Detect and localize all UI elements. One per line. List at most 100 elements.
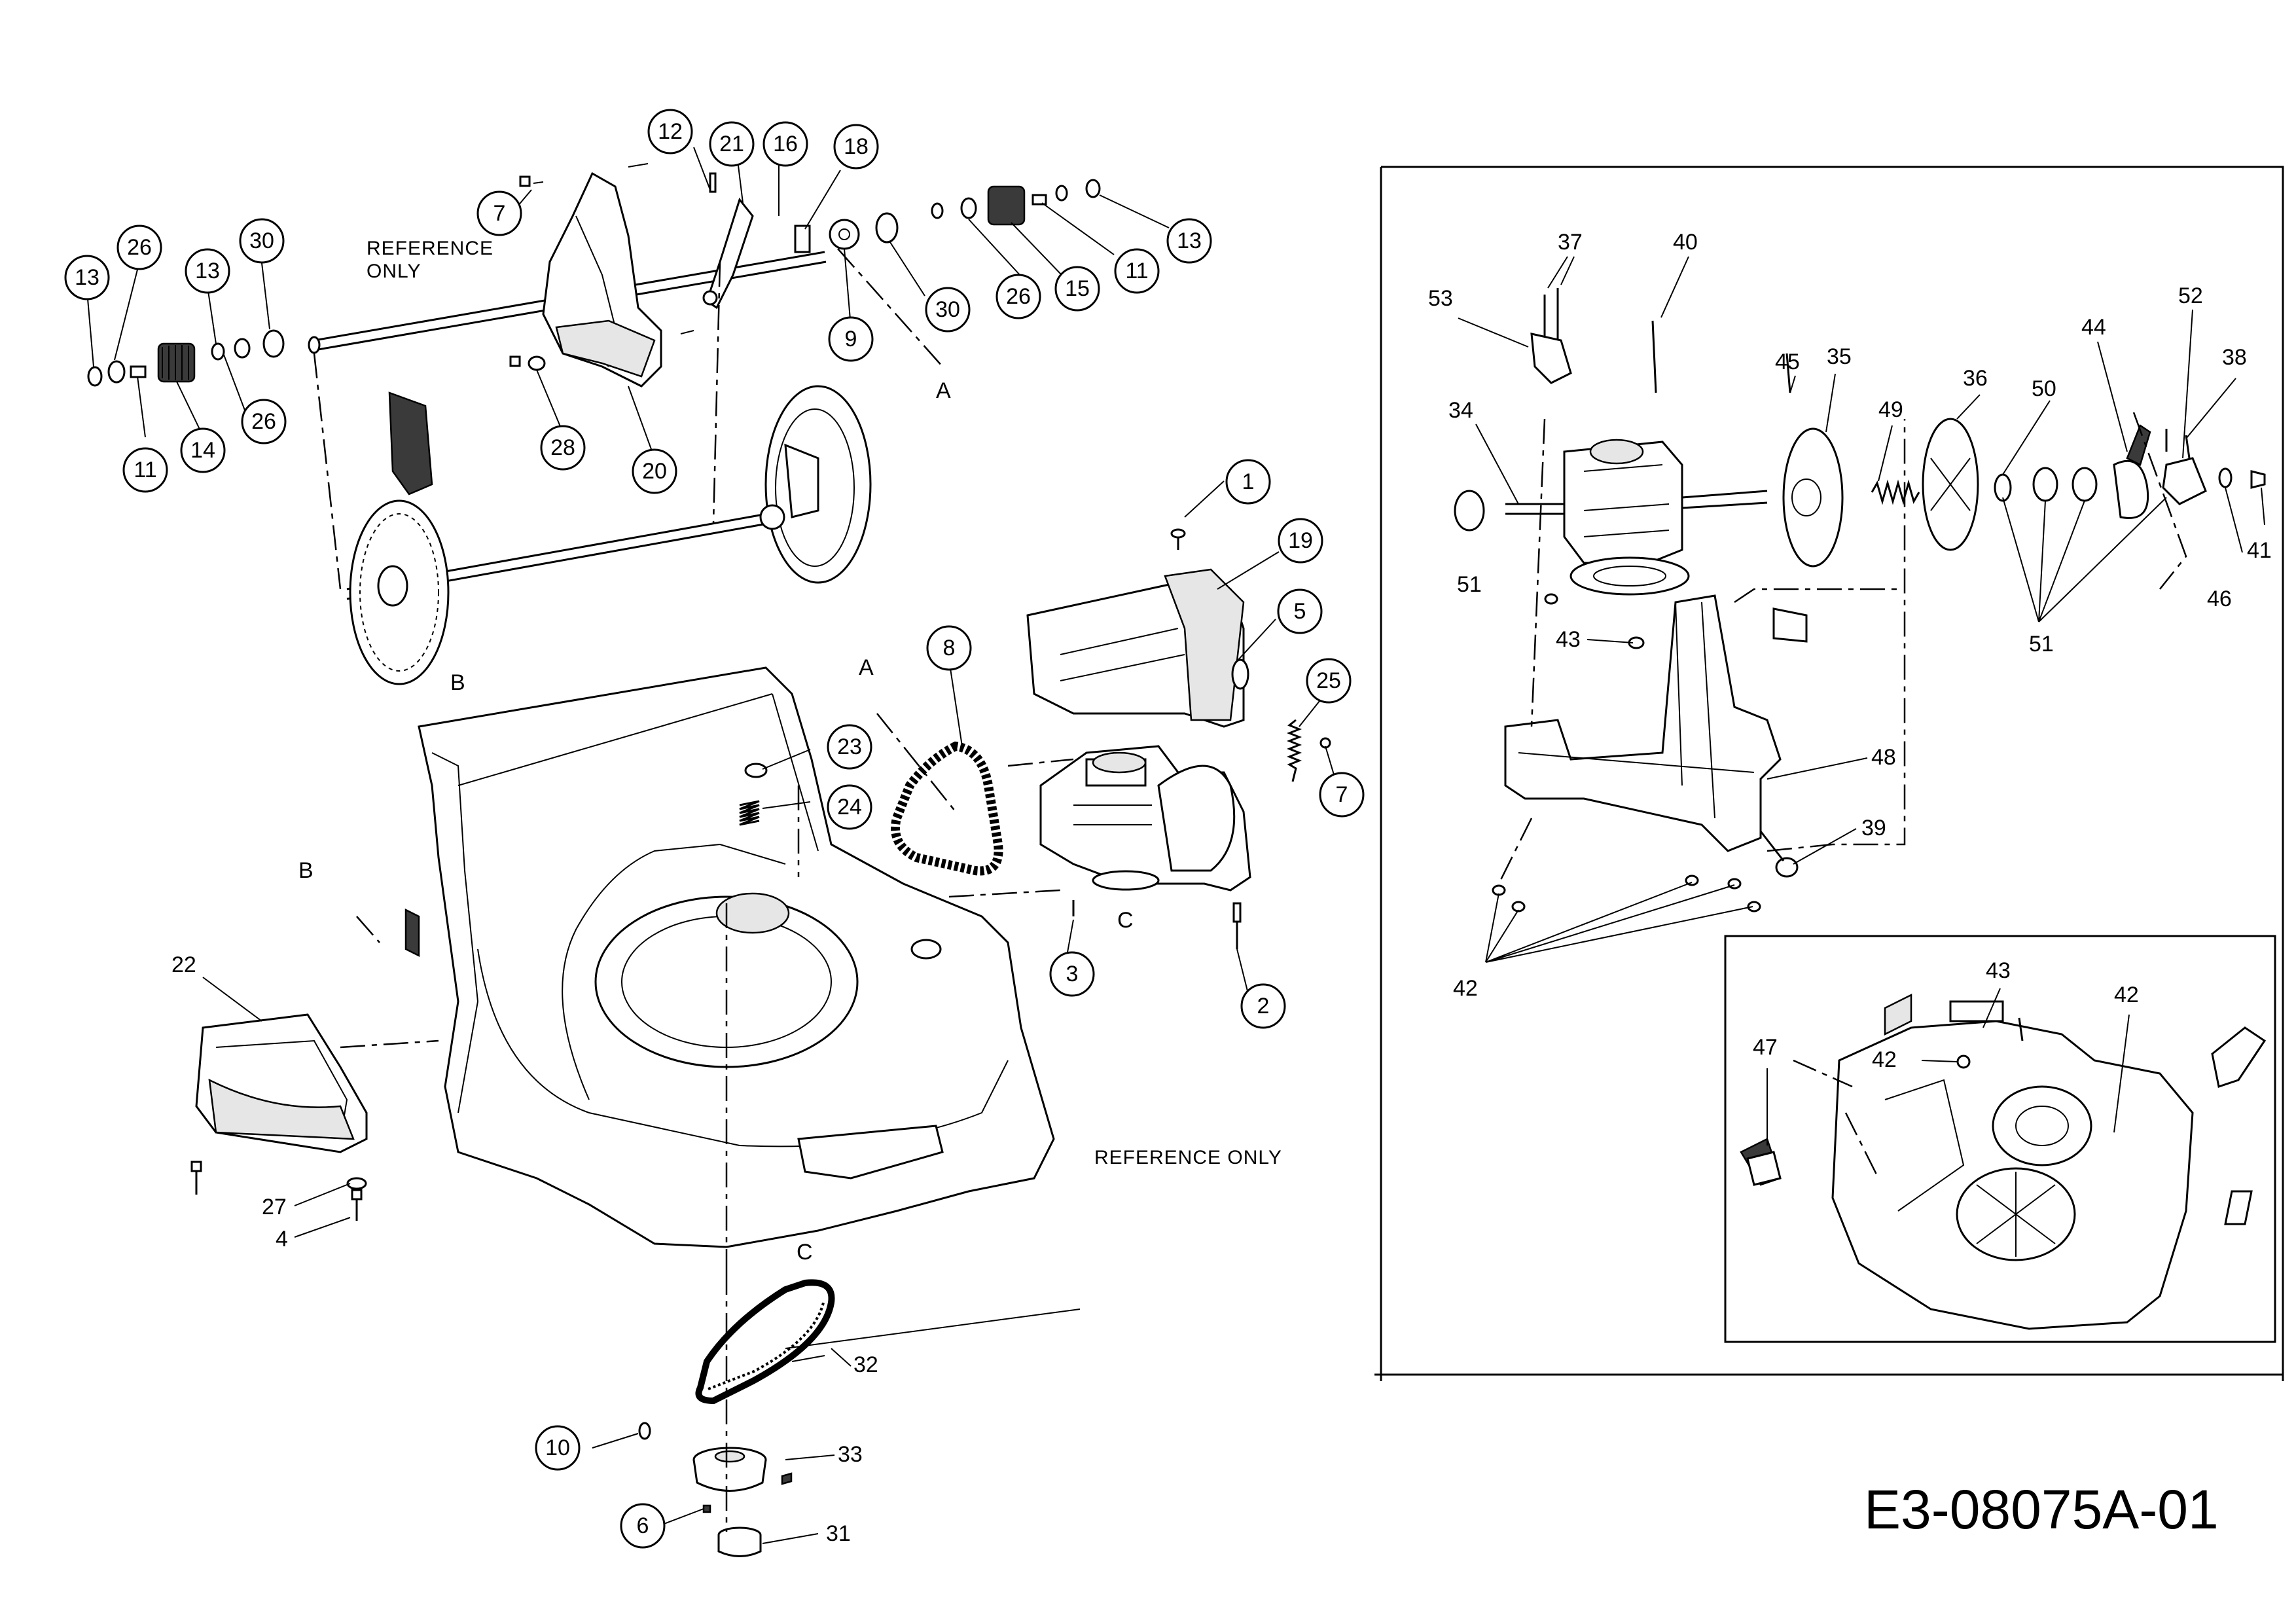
label-46: 46 (2207, 586, 2232, 611)
marker-c-belt: C (797, 1240, 813, 1265)
washer-13 (87, 366, 103, 387)
label-35: 35 (1827, 344, 1852, 369)
callout-13: 13 (1166, 218, 1212, 264)
callout-21: 21 (709, 121, 755, 167)
callout-24: 24 (827, 784, 872, 830)
reference-note-upper-line2: ONLY (367, 261, 421, 282)
svg-text:20: 20 (642, 459, 667, 484)
callout-8: 8 (926, 625, 972, 671)
knob-39 (1775, 857, 1799, 878)
svg-text:6: 6 (637, 1513, 649, 1538)
mower-deck (190, 666, 1055, 1270)
svg-text:23: 23 (837, 734, 862, 759)
marker-a-chain: A (859, 655, 874, 680)
label-4: 4 (276, 1227, 288, 1252)
label-43: 43 (1986, 958, 2011, 983)
callout-13: 13 (185, 248, 230, 294)
callout-13: 13 (64, 255, 110, 300)
svg-text:15: 15 (1065, 276, 1090, 301)
label-31: 31 (826, 1521, 851, 1546)
pulley-33 (692, 1447, 767, 1492)
label-51: 51 (1457, 572, 1482, 597)
svg-text:13: 13 (1177, 228, 1202, 253)
label-52: 52 (2178, 283, 2203, 308)
svg-text:25: 25 (1316, 668, 1341, 693)
marker-c-engine: C (1117, 908, 1134, 933)
callout-25: 25 (1306, 658, 1352, 704)
label-43: 43 (1556, 627, 1581, 652)
callout-26: 26 (117, 225, 162, 270)
spring-25 (1286, 719, 1302, 782)
label-41: 41 (2247, 538, 2272, 563)
label-36: 36 (1963, 366, 1988, 391)
washer-26b (960, 197, 977, 219)
reference-note-deck: REFERENCE ONLY (1094, 1147, 1282, 1168)
svg-text:10: 10 (545, 1435, 570, 1460)
bushing-30b (875, 212, 899, 244)
svg-text:26: 26 (1006, 284, 1031, 309)
callout-26: 26 (996, 274, 1041, 319)
label-44: 44 (2081, 315, 2106, 340)
label-51: 51 (2029, 632, 2054, 657)
cam-44 (2113, 460, 2149, 519)
callout-2: 2 (1240, 983, 1286, 1029)
lever-16 (702, 197, 754, 310)
svg-text:16: 16 (773, 132, 798, 156)
label-50: 50 (2032, 376, 2056, 401)
bracket-18 (794, 225, 811, 253)
marker-b-wheel: B (450, 670, 465, 695)
callout-19: 19 (1278, 518, 1323, 564)
callout-7: 7 (476, 190, 522, 236)
svg-text:11: 11 (1125, 259, 1148, 283)
svg-text:2: 2 (1257, 994, 1270, 1019)
svg-text:28: 28 (550, 435, 575, 460)
svg-text:12: 12 (658, 119, 683, 144)
drive-axle-assembly (87, 163, 1101, 685)
svg-text:7: 7 (1336, 782, 1348, 807)
label-49: 49 (1878, 397, 1903, 422)
svg-text:11: 11 (134, 458, 156, 482)
bushing-31 (717, 1526, 762, 1557)
bracket-20 (542, 171, 662, 388)
callout-26: 26 (241, 399, 287, 444)
label-42: 42 (1872, 1047, 1897, 1072)
svg-text:1: 1 (1242, 469, 1255, 494)
svg-text:13: 13 (75, 265, 99, 290)
engine-gearbox (948, 568, 1251, 898)
rear-wheel-right (759, 385, 872, 584)
flap-22 (195, 1013, 368, 1153)
marker-b-deck: B (298, 858, 314, 883)
callout-9: 9 (828, 316, 874, 362)
callout-28: 28 (540, 425, 586, 471)
reference-note-upper-line1: REFERENCE (367, 238, 493, 259)
label-45: 45 (1775, 350, 1800, 374)
callout-12: 12 (647, 109, 693, 154)
spring-49 (1871, 479, 1920, 505)
callout-14: 14 (180, 427, 226, 473)
label-22: 22 (171, 952, 196, 977)
svg-text:30: 30 (249, 228, 274, 253)
callout-11: 11 (122, 447, 168, 493)
gear-14 (157, 342, 196, 383)
svg-text:9: 9 (845, 327, 857, 352)
label-47: 47 (1753, 1035, 1778, 1060)
callout-20: 20 (632, 448, 677, 494)
label-34: 34 (1448, 398, 1473, 423)
label-38: 38 (2222, 345, 2247, 370)
callout-30: 30 (239, 218, 285, 264)
bushing-30 (262, 329, 285, 358)
label-53: 53 (1428, 286, 1453, 311)
label-37: 37 (1558, 230, 1583, 255)
inset-detail (1740, 993, 2267, 1330)
drawing-code: E3-08075A-01 (1864, 1479, 2219, 1540)
svg-text:14: 14 (190, 438, 215, 463)
callout-6: 6 (620, 1503, 666, 1549)
label-27: 27 (262, 1195, 287, 1219)
label-42: 42 (2114, 983, 2139, 1007)
key-11b (1031, 194, 1047, 206)
marker-a-top: A (936, 378, 951, 403)
washer-26 (107, 360, 126, 384)
callout-18: 18 (833, 124, 879, 170)
svg-text:30: 30 (935, 297, 960, 322)
